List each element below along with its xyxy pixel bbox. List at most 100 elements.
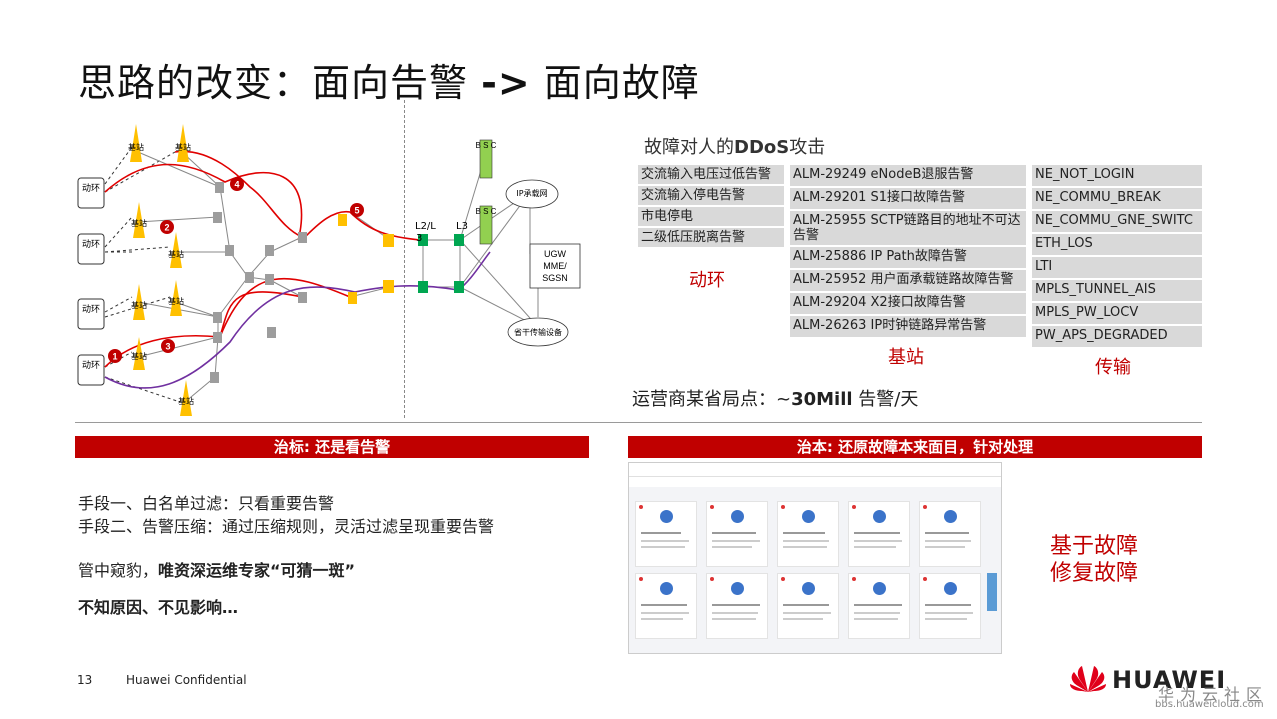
green-nodes [418, 234, 464, 293]
label-l3: L3 [456, 221, 468, 232]
fault-card [848, 573, 910, 639]
fault-card [706, 573, 768, 639]
purple-link [104, 251, 491, 389]
unknown-impact: 不知原因、不见影响… [78, 598, 239, 617]
alarm-cell: ETH_LOS [1032, 234, 1202, 255]
column-label-env: 动环 [689, 270, 725, 291]
fault-card [919, 501, 981, 567]
marker-3: 3 [165, 342, 170, 352]
env-nodes: 动环 动环 动环 动环 [77, 177, 105, 386]
alarm-cell: 二级低压脱离告警 [638, 228, 784, 247]
fault-based-repair: 基于故障 修复故障 [1050, 534, 1139, 586]
alarm-column-bts: ALM-29249 eNodeB退服告警 ALM-29201 S1接口故障告警 … [790, 165, 1026, 339]
bts-label-8: 基站 [178, 396, 194, 406]
fault-card [848, 501, 910, 567]
yellow-nodes [338, 214, 394, 304]
bsc-box-1 [479, 139, 493, 179]
alarm-cell: 市电停电 [638, 207, 784, 226]
alarm-cell: NE_NOT_LOGIN [1032, 165, 1202, 186]
limited-view: 管中窥豹，唯资深运维专家“可猜一斑” [78, 561, 356, 580]
page-number: 13 [77, 673, 93, 687]
bts-label-6: 基站 [168, 296, 184, 306]
alarm-cell: MPLS_TUNNEL_AIS [1032, 280, 1202, 301]
transport-cloud [507, 317, 569, 347]
method-one: 手段一、白名单过滤：只看重要告警 [78, 494, 335, 513]
fault-dashboard-screenshot [628, 462, 1002, 654]
gray-nodes [210, 182, 307, 383]
bsc-label-2: B S C [476, 207, 497, 216]
alarm-cell: LTI [1032, 257, 1202, 278]
marker-4: 4 [234, 180, 239, 190]
screenshot-header [629, 463, 1001, 477]
fault-card [635, 501, 697, 567]
watermark-url: bbs.huaweicloud.com [1155, 699, 1264, 710]
bts-label-4: 基站 [168, 249, 184, 259]
env-links [104, 146, 181, 403]
red-links [104, 150, 421, 368]
bts-label-5: 基站 [131, 300, 147, 310]
env-label-3: 动环 [82, 304, 100, 315]
screenshot-side-tab [987, 573, 997, 611]
alarm-cell: ALM-25955 SCTP链路目的地址不可达告警 [790, 211, 1026, 245]
env-label-4: 动环 [82, 360, 100, 371]
screenshot-subheader [629, 477, 1001, 487]
ugw-box [529, 243, 581, 289]
alarm-cell: PW_APS_DEGRADED [1032, 326, 1202, 347]
vertical-divider [404, 100, 405, 418]
horizontal-divider [75, 422, 1202, 423]
huawei-logo-text: HUAWEI [1112, 666, 1227, 694]
alarm-cell: ALM-29201 S1接口故障告警 [790, 188, 1026, 209]
label-l2l: L2/L [415, 221, 436, 232]
left-section-bar: 治标: 还是看告警 [75, 436, 589, 458]
ddos-title: 故障对人的DDoS攻击 [644, 137, 826, 158]
alarm-cell: ALM-29204 X2接口故障告警 [790, 293, 1026, 314]
confidentiality-label: Huawei Confidential [126, 673, 247, 687]
ugw-line-2: MME/ [543, 261, 567, 271]
ip-cloud-label: IP承载网 [516, 188, 547, 198]
alarm-cell: NE_COMMU_GNE_SWITC [1032, 211, 1202, 232]
env-label-2: 动环 [82, 239, 100, 250]
bts-label-7: 基站 [131, 351, 147, 361]
bts-labels: 基站 基站 基站 基站 基站 基站 基站 基站 [128, 142, 194, 406]
slide-title: 思路的改变：面向告警 -> 面向故障 [78, 61, 700, 105]
marker-2: 2 [164, 223, 169, 233]
alarm-statistic: 运营商某省局点：~30Mill 告警/天 [632, 389, 919, 410]
column-label-transport: 传输 [1095, 357, 1131, 378]
marker-5: 5 [354, 206, 359, 216]
alarm-cell: MPLS_PW_LOCV [1032, 303, 1202, 324]
alarm-cell: 交流输入停电告警 [638, 186, 784, 205]
bts-towers [130, 124, 192, 416]
column-label-bts: 基站 [888, 347, 924, 368]
fault-card [777, 501, 839, 567]
method-two: 手段二、告警压缩：通过压缩规则，灵活过滤呈现重要告警 [78, 517, 495, 536]
right-section-bar: 治本: 还原故障本来面目，针对处理 [628, 436, 1202, 458]
fault-markers: 1 2 3 4 5 [108, 177, 364, 363]
alarm-cell: ALM-25886 IP Path故障告警 [790, 247, 1026, 268]
alarm-cell: NE_COMMU_BREAK [1032, 188, 1202, 209]
ip-cloud [505, 179, 559, 209]
fault-card [706, 501, 768, 567]
bts-label-1: 基站 [128, 142, 144, 152]
huawei-logo-icon [1070, 666, 1106, 692]
transport-cloud-label: 省干传输设备 [514, 327, 562, 337]
alarm-column-env: 交流输入电压过低告警 交流输入停电告警 市电停电 二级低压脱离告警 [638, 165, 784, 249]
gray-links [137, 151, 539, 403]
fault-card [777, 573, 839, 639]
bsc-label-1: B S C [476, 141, 497, 150]
alarm-cell: ALM-26263 IP时钟链路异常告警 [790, 316, 1026, 337]
ugw-line-3: SGSN [542, 273, 568, 283]
bts-label-3: 基站 [131, 218, 147, 228]
watermark-cn: 华为云社区 [1158, 685, 1269, 704]
marker-1: 1 [112, 352, 117, 362]
alarm-cell: ALM-25952 用户面承载链路故障告警 [790, 270, 1026, 291]
fault-card [919, 573, 981, 639]
ugw-line-1: UGW [544, 249, 567, 259]
alarm-cell: 交流输入电压过低告警 [638, 165, 784, 184]
fault-card [635, 573, 697, 639]
bts-label-2: 基站 [175, 142, 191, 152]
alarm-column-transport: NE_NOT_LOGIN NE_COMMU_BREAK NE_COMMU_GNE… [1032, 165, 1202, 349]
network-diagram: B S C B S C IP承载网 UGW MME/ SGSN 省干传输设备 L… [77, 124, 581, 416]
alarm-cell: ALM-29249 eNodeB退服告警 [790, 165, 1026, 186]
env-label-1: 动环 [82, 183, 100, 194]
label-l3b: 3 [416, 233, 422, 244]
